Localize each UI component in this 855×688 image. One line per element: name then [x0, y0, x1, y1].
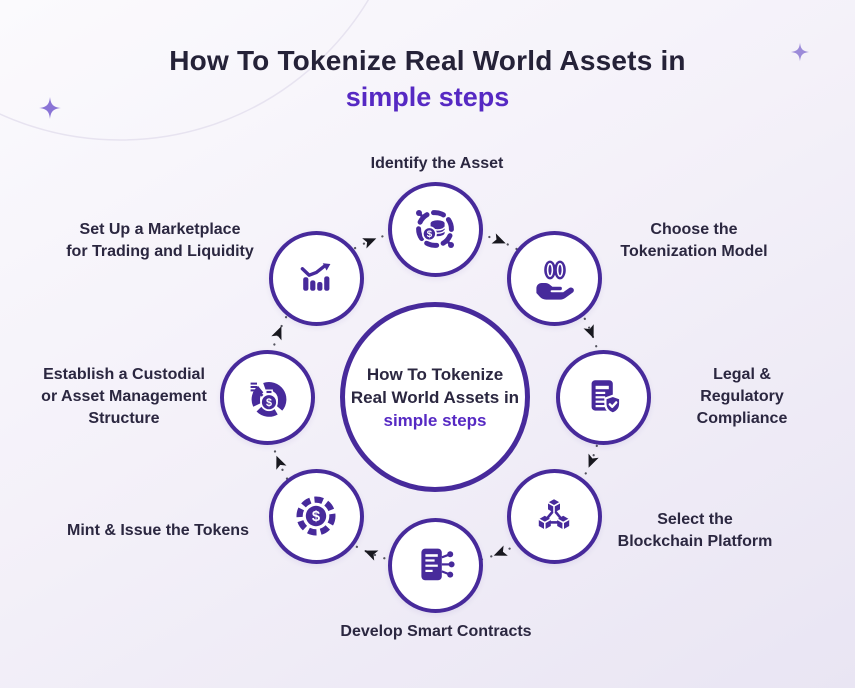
step-circle-tokenization-model	[506, 230, 602, 326]
center-text-line-1: How To Tokenize	[366, 364, 504, 384]
step-label-identify-asset: Identify the Asset	[370, 155, 504, 172]
asset-search-coins-icon: $	[416, 210, 454, 248]
flow-arrow-icon	[362, 238, 377, 249]
page-title: How To Tokenize Real World Assets in sim…	[0, 42, 855, 116]
flow-arrow-icon	[491, 233, 506, 244]
pie-chart-money-bag-icon: $	[250, 381, 287, 417]
flow-arrow-icon	[583, 324, 594, 339]
step-label-legal-compliance: Legal & Regulatory Compliance	[696, 366, 788, 427]
flow-arrow-icon	[588, 453, 599, 468]
flow-arrow-icon	[364, 550, 379, 561]
title-line-1: How To Tokenize Real World Assets in	[169, 45, 686, 76]
center-text-line-3: simple steps	[383, 410, 487, 430]
flow-arrow-icon	[493, 545, 508, 556]
svg-text:$: $	[427, 229, 433, 240]
flow-arrow-icon	[276, 455, 287, 470]
step-label-custodial-structure: Establish a Custodial or Asset Managemen…	[41, 366, 207, 427]
step-circle-identify-asset: $	[387, 181, 483, 277]
svg-text:$: $	[266, 397, 272, 409]
step-label-blockchain-platform: Select the Blockchain Platform	[617, 511, 773, 550]
step-label-smart-contracts: Develop Smart Contracts	[340, 623, 532, 640]
hand-holding-coins-icon	[536, 260, 574, 300]
step-circle-smart-contracts	[387, 517, 483, 613]
bar-chart-growth-icon	[300, 263, 331, 291]
flow-arrow-icon	[271, 326, 282, 341]
dollar-token-coin-icon: $	[296, 496, 336, 536]
step-circle-mint-tokens: $	[268, 468, 364, 564]
step-circle-custodial-structure: $	[219, 349, 315, 445]
center-circle: How To Tokenize Real World Assets in sim…	[340, 302, 530, 492]
smart-contract-document-icon	[421, 548, 455, 581]
step-label-mint-tokens: Mint & Issue the Tokens	[67, 522, 249, 539]
step-circle-legal-compliance	[555, 349, 651, 445]
title-line-2: simple steps	[345, 82, 510, 112]
svg-text:$: $	[312, 509, 321, 525]
blockchain-cubes-icon	[538, 499, 570, 530]
document-shield-check-icon	[591, 380, 622, 415]
step-circle-blockchain-platform	[506, 468, 602, 564]
step-circle-marketplace	[268, 230, 364, 326]
step-label-marketplace: Set Up a Marketplace for Trading and Liq…	[66, 221, 254, 260]
center-text-line-2: Real World Assets in	[350, 387, 520, 407]
step-label-tokenization-model: Choose the Tokenization Model	[620, 221, 768, 260]
